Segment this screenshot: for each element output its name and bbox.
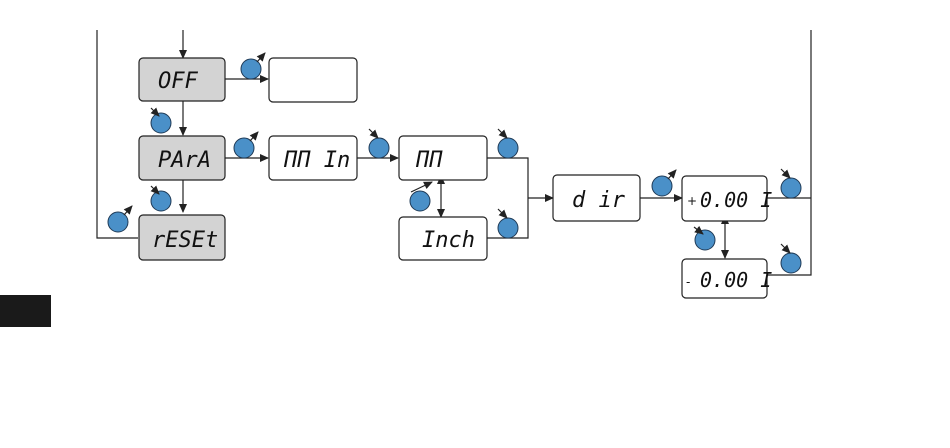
knob-icon xyxy=(498,129,518,158)
plus-value-box: + 0.00 I xyxy=(682,176,772,221)
menu-para-label: PArA xyxy=(158,148,211,173)
blank-box xyxy=(269,58,357,102)
page-tab-marker xyxy=(0,295,51,327)
dir-box: d ir xyxy=(553,175,640,221)
menu-reset-box: rESEt xyxy=(139,215,225,260)
dir-label: d ir xyxy=(572,188,626,213)
knob-icon xyxy=(498,209,518,238)
knob-icon xyxy=(108,206,132,232)
knob-icon xyxy=(652,170,676,196)
inch-box: Inch xyxy=(399,217,487,260)
minus-sign-label: - xyxy=(686,275,690,289)
knob-icon xyxy=(234,132,258,158)
mm-box: ПП xyxy=(399,136,487,180)
minus-value-label: 0.00 I xyxy=(700,268,772,292)
mm-label: ПП xyxy=(415,148,443,173)
menu-para-box: PArA xyxy=(139,136,225,180)
knob-icon xyxy=(151,186,171,211)
knob-icon xyxy=(410,182,432,211)
menu-off-label: OFF xyxy=(158,69,198,94)
menu-reset-label: rESEt xyxy=(152,228,218,253)
menu-off-box: OFF xyxy=(139,58,225,101)
knob-icon xyxy=(781,169,801,198)
knob-icon xyxy=(781,244,801,273)
knob-icon xyxy=(369,129,389,158)
plus-sign-label: + xyxy=(687,194,697,208)
minus-value-box: - 0.00 I xyxy=(682,259,772,298)
plus-value-label: 0.00 I xyxy=(700,188,772,212)
knob-icon xyxy=(241,53,265,79)
knob-icon xyxy=(151,108,171,133)
inch-label: Inch xyxy=(422,228,475,253)
mm-in-label: ПП In xyxy=(283,148,350,173)
minus-return-line xyxy=(767,30,811,275)
knob-icon xyxy=(694,227,715,250)
mm-in-box: ПП In xyxy=(269,136,357,180)
